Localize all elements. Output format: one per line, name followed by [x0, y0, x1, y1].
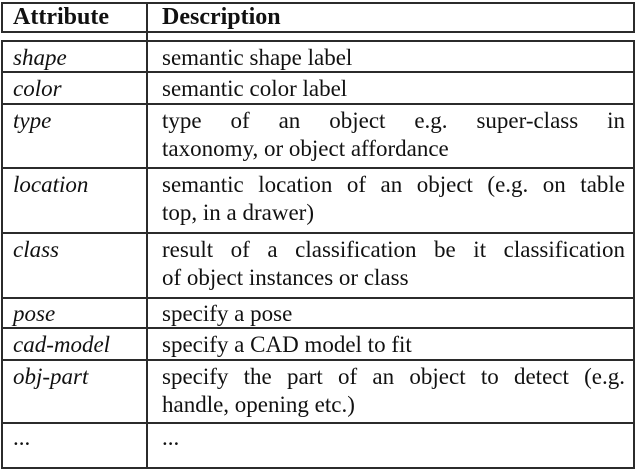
attribute-label: color	[13, 76, 62, 101]
attribute-label: location	[13, 172, 89, 197]
table-row-ellipsis: ... ...	[3, 424, 633, 451]
table-row-type: type type of an object e.g. super-class …	[3, 105, 633, 169]
table-row-cad-model: cad-model specify a CAD model to fit	[3, 329, 633, 361]
description-text: taxonomy, or object affordance	[162, 136, 449, 161]
attribute-label: pose	[13, 301, 56, 326]
description-text: semantic shape label	[162, 45, 353, 70]
description-text: handle, opening etc.)	[162, 392, 355, 417]
column-header-attribute: Attribute	[13, 4, 109, 30]
description-text: of object instances or class	[162, 265, 409, 290]
attribute-label: obj-part	[13, 364, 89, 389]
description-cell: specify the part of an object to detect …	[148, 361, 633, 422]
table-header-row: Attribute Description	[1, 2, 635, 33]
column-header-description: Description	[162, 4, 281, 30]
attribute-cell: color	[3, 73, 148, 103]
description-text: semantic location of an object (e.g. on …	[162, 172, 625, 197]
description-text: ...	[162, 425, 180, 450]
description-text: specify the part of an object to detect …	[162, 364, 625, 389]
attribute-label: shape	[13, 45, 67, 70]
description-text: semantic color label	[162, 76, 348, 101]
description-text: specify a CAD model to fit	[162, 332, 412, 357]
table-row-obj-part: obj-part specify the part of an object t…	[3, 361, 633, 424]
description-cell: specify a CAD model to fit	[148, 329, 633, 359]
table-row-shape: shape semantic shape label	[3, 42, 633, 73]
table-row-location: location semantic location of an object …	[3, 169, 633, 234]
attribute-label: type	[13, 108, 52, 133]
attribute-cell: cad-model	[3, 329, 148, 359]
attribute-cell: ...	[3, 424, 148, 451]
attribute-cell: obj-part	[3, 361, 148, 422]
description-cell: type of an object e.g. super-class in ta…	[148, 105, 633, 167]
table-body: shape semantic shape label color semanti…	[1, 40, 635, 469]
description-cell: semantic shape label	[148, 42, 633, 71]
attribute-cell: pose	[3, 299, 148, 327]
column-divider-rule	[146, 2, 148, 469]
table-row-class: class result of a classification be it c…	[3, 234, 633, 299]
table-row-color: color semantic color label	[3, 73, 633, 105]
description-text: top, in a drawer)	[162, 200, 314, 225]
attribute-cell: location	[3, 169, 148, 232]
description-text: specify a pose	[162, 301, 293, 326]
attribute-cell: type	[3, 105, 148, 167]
description-cell: ...	[148, 424, 633, 451]
attribute-cell: class	[3, 234, 148, 297]
description-cell: semantic color label	[148, 73, 633, 103]
description-cell: specify a pose	[148, 299, 633, 327]
description-text: result of a classification be it classif…	[162, 237, 625, 262]
attribute-label: ...	[13, 425, 31, 450]
attribute-label: class	[13, 237, 59, 262]
description-cell: semantic location of an object (e.g. on …	[148, 169, 633, 232]
attribute-cell: shape	[3, 42, 148, 71]
attribute-label: cad-model	[13, 332, 111, 357]
description-cell: result of a classification be it classif…	[148, 234, 633, 297]
description-text: type of an object e.g. super-class in	[162, 108, 625, 133]
table-row-pose: pose specify a pose	[3, 299, 633, 329]
